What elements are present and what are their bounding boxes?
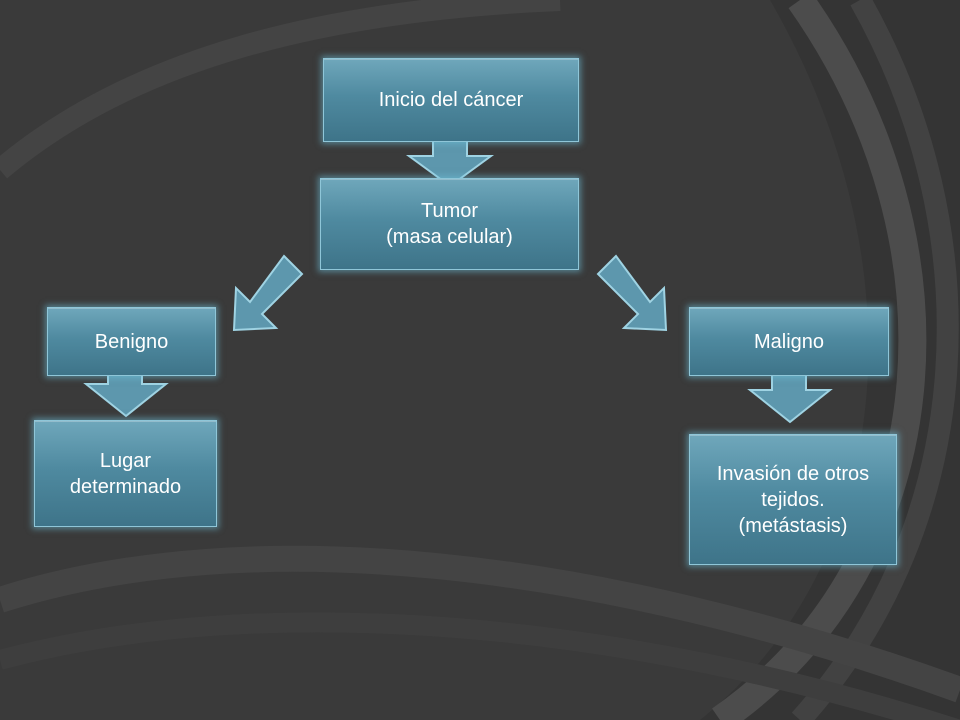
node-root-label: Inicio del cáncer <box>378 89 524 111</box>
node-benign-outcome-label: Lugar determinado <box>69 449 182 498</box>
node-benign-label: Benigno <box>94 330 169 353</box>
diagonal-arrow-icon-right <box>596 254 668 332</box>
node-malignant-outcome-label: Invasión de otros tejidos. (metástasis) <box>716 462 870 537</box>
node-malignant-label: Maligno <box>753 330 825 353</box>
diagonal-arrow-icon-left <box>232 254 304 332</box>
node-tumor: Tumor (masa celular) <box>320 178 579 270</box>
node-malignant-outcome: Invasión de otros tejidos. (metástasis) <box>689 434 897 565</box>
node-malignant: Maligno <box>689 307 889 376</box>
node-benign: Benigno <box>47 307 216 376</box>
node-tumor-label: Tumor (masa celular) <box>386 200 513 248</box>
node-root: Inicio del cáncer <box>323 58 579 142</box>
node-benign-outcome: Lugar determinado <box>34 420 217 527</box>
